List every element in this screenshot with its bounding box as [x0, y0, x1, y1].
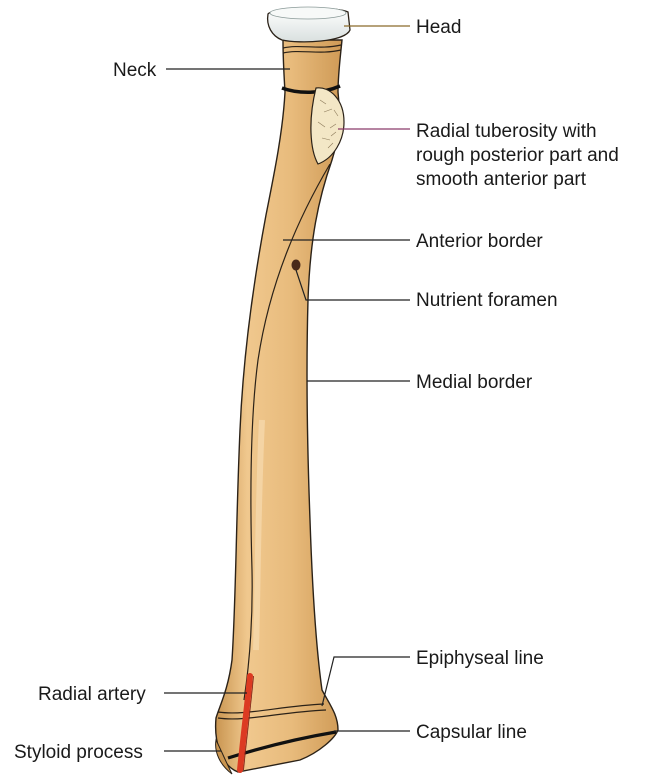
- label-capsular-line: Capsular line: [416, 722, 527, 743]
- label-tuberosity-line1: Radial tuberosity with: [416, 121, 597, 142]
- nutrient-foramen-mark: [292, 260, 301, 271]
- label-radial-artery: Radial artery: [38, 684, 146, 705]
- label-nutrient-foramen: Nutrient foramen: [416, 290, 558, 311]
- label-styloid-process: Styloid process: [14, 742, 143, 763]
- label-medial-border: Medial border: [416, 372, 533, 393]
- label-tuberosity-line3: smooth anterior part: [416, 169, 587, 190]
- label-anterior-border: Anterior border: [416, 231, 543, 252]
- label-tuberosity-line2: rough posterior part and: [416, 145, 619, 166]
- label-neck: Neck: [113, 60, 157, 81]
- leader-epiphyseal-line: [322, 657, 410, 706]
- radius-bone: [216, 7, 350, 774]
- head-top-surface: [270, 7, 346, 19]
- leader-nutrient-foramen: [296, 270, 410, 300]
- label-head: Head: [416, 17, 461, 38]
- label-epiphyseal-line: Epiphyseal line: [416, 648, 544, 669]
